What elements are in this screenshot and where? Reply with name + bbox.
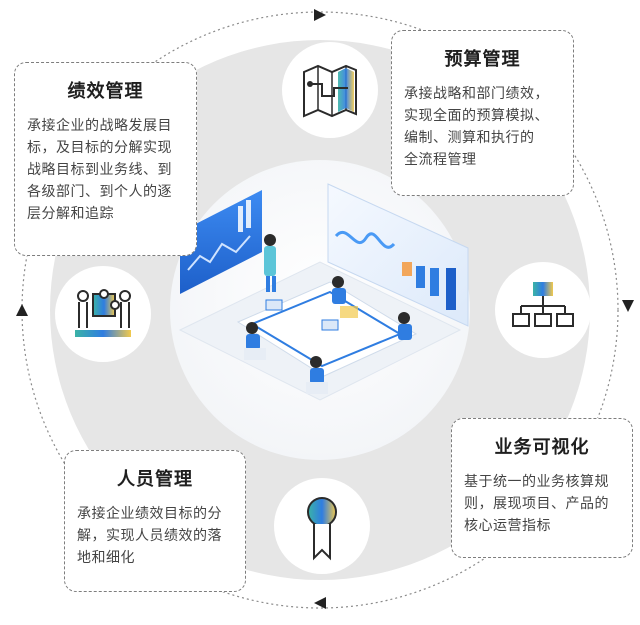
map-route-icon [282,42,378,138]
card-line: 层分解和追踪 [27,206,114,222]
card-line: 全流程管理 [404,152,477,168]
org-chart-icon [495,262,591,358]
card-line: 标，及目标的分解实现 [27,140,172,156]
people-management-card: 人员管理 承接企业绩效目标的分 解，实现人员绩效的落 地和细化 [64,450,246,592]
card-line: 战略目标到业务线、到 [27,162,172,178]
card-description: 基于统一的业务核算规 则，展现项目、产品的 核心运营指标 [464,471,620,537]
card-line: 则，展现项目、产品的 [464,496,609,512]
card-line: 承接战略和部门绩效， [404,86,549,102]
office-illustration [178,183,469,401]
arrow-top-icon [314,9,326,21]
arrow-right-icon [622,300,634,312]
card-description: 承接战略和部门绩效， 实现全面的预算模拟、 编制、测算和执行的 全流程管理 [404,83,561,171]
budget-management-card: 预算管理 承接战略和部门绩效， 实现全面的预算模拟、 编制、测算和执行的 全流程… [391,30,574,196]
card-line: 各级部门、到个人的逐 [27,184,172,200]
card-line: 地和细化 [77,550,135,566]
medal-icon [274,478,370,574]
card-title: 预算管理 [444,49,521,70]
puzzle-team-icon [55,266,151,362]
card-line: 解，实现人员绩效的落 [77,528,222,544]
card-line: 编制、测算和执行的 [404,130,535,146]
left-dashboard-screen [180,190,262,294]
people-figures [244,234,412,394]
card-line: 承接企业的战略发展目 [27,118,172,134]
arrow-bottom-icon [314,597,326,609]
business-visualization-card: 业务可视化 基于统一的业务核算规 则，展现项目、产品的 核心运营指标 [451,418,633,558]
card-line: 核心运营指标 [464,518,551,534]
arrow-left-icon [16,304,28,316]
card-description: 承接企业绩效目标的分 解，实现人员绩效的落 地和细化 [77,503,233,569]
card-title: 业务可视化 [494,437,590,458]
card-line: 实现全面的预算模拟、 [404,108,549,124]
card-title: 绩效管理 [67,81,144,102]
right-dashboard-board [327,183,469,327]
card-line: 基于统一的业务核算规 [464,474,609,490]
card-title: 人员管理 [117,469,193,490]
card-line: 承接企业绩效目标的分 [77,506,222,522]
card-description: 承接企业的战略发展目 标，及目标的分解实现 战略目标到业务线、到 各级部门、到个… [27,115,184,225]
performance-management-card: 绩效管理 承接企业的战略发展目 标，及目标的分解实现 战略目标到业务线、到 各级… [14,62,197,256]
